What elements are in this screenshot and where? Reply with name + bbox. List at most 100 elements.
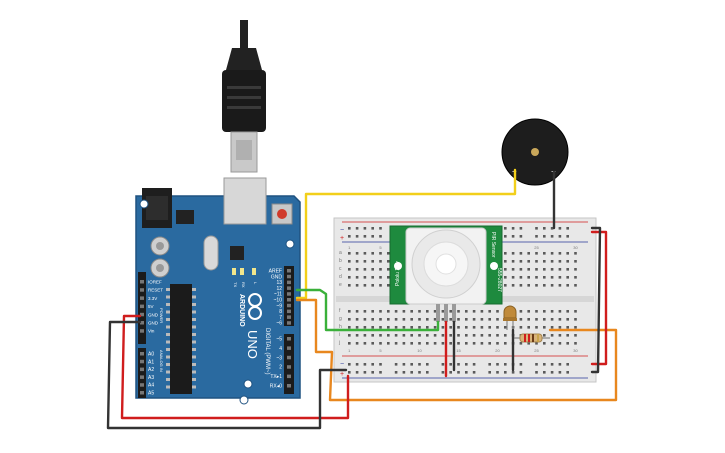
breadboard-rail-hole	[363, 371, 367, 374]
breadboard-hole	[472, 326, 476, 329]
digital-pin[interactable]	[287, 365, 291, 369]
power-pin[interactable]	[140, 280, 144, 284]
breadboard-hole	[355, 310, 359, 313]
breadboard-hole	[566, 276, 569, 279]
analog-pin-label: A4	[148, 383, 154, 389]
breadboard-hole	[543, 252, 546, 255]
breadboard-hole	[527, 342, 530, 345]
digital-pin[interactable]	[287, 315, 291, 319]
breadboard-hole	[371, 326, 374, 329]
breadboard-hole	[379, 260, 382, 263]
breadboard-hole	[394, 334, 398, 337]
digital-pin[interactable]	[287, 384, 291, 388]
breadboard-hole	[550, 334, 554, 337]
breadboard-hole	[574, 342, 577, 345]
breadboard-row-letter: e	[339, 282, 342, 288]
power-pin[interactable]	[140, 312, 144, 317]
breadboard-hole	[371, 276, 374, 279]
breadboard-hole	[535, 326, 538, 329]
usb-chip	[230, 246, 244, 260]
wire-black-gnd[interactable]	[106, 320, 348, 430]
chip-pin	[192, 355, 196, 359]
pir-pin	[444, 304, 448, 322]
chip-pin	[166, 378, 170, 381]
breadboard-hole	[519, 284, 523, 287]
breadboard-hole	[550, 268, 554, 271]
breadboard-hole	[449, 342, 452, 345]
breadboard-rail-hole	[418, 363, 421, 366]
breadboard-hole	[426, 334, 429, 337]
mounting-hole	[285, 239, 295, 249]
breadboard-hole	[410, 342, 413, 345]
power-pin[interactable]	[140, 304, 144, 309]
digital-pin[interactable]	[287, 280, 291, 285]
analog-pin[interactable]	[140, 383, 144, 387]
breadboard-hole	[371, 310, 374, 313]
digital-pin[interactable]	[287, 303, 291, 308]
analog-pin[interactable]	[140, 359, 144, 364]
digital-section-label: DIGITAL (PWM~)	[264, 328, 270, 375]
breadboard-row-letter: g	[339, 316, 342, 322]
breadboard-rail-hole	[488, 371, 491, 374]
wire-black-rail-right[interactable]	[590, 226, 602, 374]
analog-pin[interactable]	[140, 375, 144, 379]
chip-pin	[192, 363, 196, 366]
breadboard-hole	[457, 342, 460, 345]
breadboard-hole	[566, 310, 569, 313]
breadboard-hole	[379, 310, 382, 313]
breadboard-hole	[480, 310, 484, 313]
pir-sensor[interactable]: Pololu 1.1v PIR Sensor 555-28027	[389, 225, 503, 322]
piezo-buzzer[interactable]: + −	[501, 118, 569, 186]
digital-pin[interactable]	[287, 321, 291, 325]
breadboard-hole	[504, 276, 507, 279]
arduino-uno-board[interactable]: TX RX L ARDUINO UNO DIGITAL (PWM~) POWER…	[135, 177, 301, 405]
breadboard-hole	[348, 284, 351, 287]
chip-pin	[166, 370, 170, 374]
digital-pin[interactable]	[287, 269, 291, 273]
digital-pin[interactable]	[287, 355, 291, 360]
power-pin[interactable]	[140, 321, 144, 325]
breadboard-hole	[574, 284, 577, 287]
analog-pin[interactable]	[140, 352, 144, 356]
wire-red-5v[interactable]	[120, 314, 350, 420]
breadboard-hole	[566, 326, 569, 329]
resistor[interactable]	[512, 333, 550, 343]
digital-pin[interactable]	[287, 309, 291, 314]
analog-pin[interactable]	[140, 367, 144, 372]
led[interactable]	[503, 305, 517, 330]
breadboard-rail-hole	[410, 371, 413, 374]
breadboard-hole	[527, 260, 530, 263]
breadboard-hole	[550, 342, 554, 345]
power-pin[interactable]	[140, 296, 144, 300]
digital-pin[interactable]	[287, 346, 291, 350]
digital-pin[interactable]	[287, 286, 291, 290]
digital-pin[interactable]	[287, 274, 291, 279]
power-pin[interactable]	[140, 329, 144, 333]
breadboard-hole	[402, 342, 406, 345]
breadboard-hole	[558, 342, 562, 345]
digital-pin[interactable]	[287, 374, 291, 379]
breadboard-hole	[496, 326, 499, 329]
wire-green-pir-signal[interactable]	[295, 288, 440, 332]
breadboard-hole	[433, 334, 437, 337]
analog-header	[138, 348, 146, 398]
breadboard-hole	[550, 284, 554, 287]
breadboard-hole	[465, 310, 468, 313]
breadboard-rail-hole	[465, 371, 468, 374]
breadboard-hole	[550, 276, 554, 279]
breadboard-rail-hole	[394, 363, 398, 366]
analog-pin[interactable]	[140, 391, 144, 395]
power-pin[interactable]	[140, 288, 144, 292]
breadboard-hole	[535, 268, 538, 271]
breadboard-hole	[550, 252, 554, 255]
digital-pin[interactable]	[287, 337, 291, 341]
breadboard-rail-hole	[504, 371, 507, 374]
breadboard-hole	[504, 268, 507, 271]
digital-pin-label: TX▸1	[270, 374, 282, 380]
breadboard-hole	[504, 284, 507, 287]
wire-yellow-buzzer[interactable]	[295, 168, 517, 300]
digital-pin[interactable]	[287, 298, 291, 302]
wire-orange-resistor[interactable]	[295, 298, 618, 402]
chip-pin	[166, 348, 170, 351]
digital-pin[interactable]	[287, 292, 291, 296]
